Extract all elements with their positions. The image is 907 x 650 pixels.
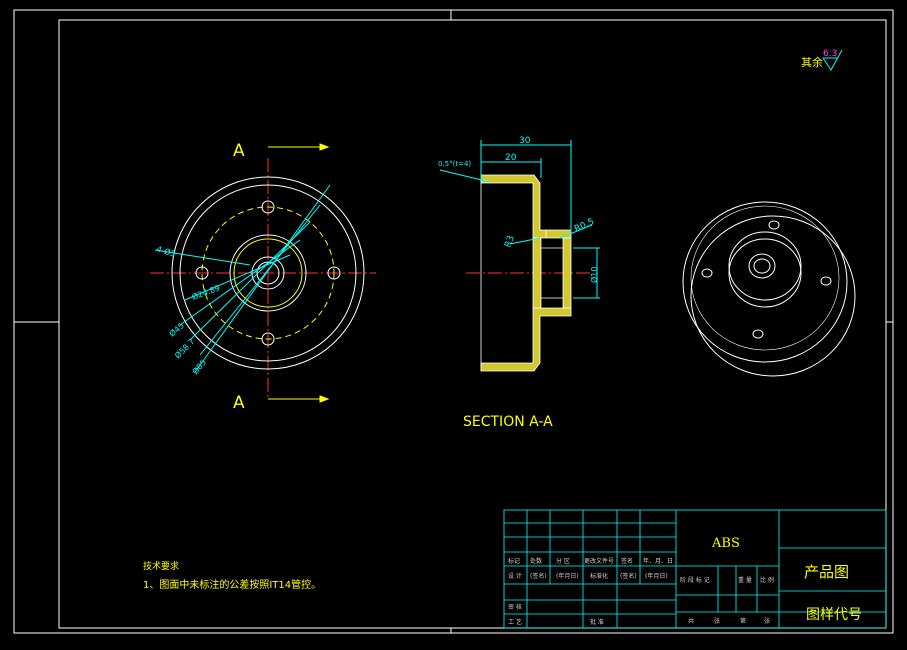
sheet-number-unit: 张 (764, 617, 770, 625)
approve: 批 准 (590, 618, 604, 626)
bolt-holes (195, 200, 341, 346)
section-body (480, 174, 572, 372)
dim-bore: Ø10 (589, 267, 599, 283)
section-mark-top: A (233, 141, 245, 161)
sheet-border (13, 9, 894, 634)
section-cut-arrows (268, 143, 330, 403)
row-standard-sign: (签名) (620, 572, 637, 580)
drawing-code: 图样代号 (806, 607, 862, 623)
hdr-count: 处数 (530, 557, 542, 565)
row-standard-date: (年月日) (645, 572, 668, 580)
stage-weight: 重 量 (738, 576, 752, 584)
hdr-date: 年、月、日 (643, 557, 673, 565)
roughness-symbol (822, 49, 843, 71)
dim-radius-outer: R0.5 (573, 217, 596, 235)
front-view: A A 4-Ø5 Ø24.89 Ø45 Ø58.7 Ø85 (150, 141, 376, 413)
process: 工 艺 (508, 618, 522, 626)
review: 审 核 (508, 603, 522, 611)
dim-width-total: 30 (519, 136, 531, 146)
dim-diameter-85: Ø85 (190, 357, 208, 376)
section-mark-bottom: A (233, 393, 245, 413)
stage-mark: 阶 段 标 记 (680, 576, 710, 584)
isometric-view (682, 201, 856, 377)
hdr-mark: 标记 (508, 557, 520, 565)
stage-scale: 比 例 (760, 576, 774, 584)
tech-title: 技术要求 (143, 560, 179, 572)
row-design-sign: (签名) (530, 572, 547, 580)
dim-diameter-58-7: Ø58.7 (172, 336, 196, 360)
row-standard: 标准化 (590, 572, 608, 580)
roughness-label: 其余 (801, 55, 823, 69)
section-title: SECTION A-A (463, 414, 553, 430)
sheet-number: 第 (740, 617, 746, 625)
drawing-name: 产品图 (804, 563, 849, 581)
roughness-value: 6.3 (823, 49, 837, 59)
dim-draft: 0.5°(t=4) (438, 160, 471, 168)
hdr-zone: 分 区 (556, 557, 570, 565)
section-view: 30 20 0.5°(t=4) R3 R0.5 Ø10 SECTION A-A (438, 136, 600, 430)
surface-roughness: 其余 6.3 (801, 49, 843, 71)
tech-item-1: 1、图面中未标注的公差按照IT14管控。 (143, 578, 321, 591)
section-dims (439, 140, 600, 299)
dim-width-inner: 20 (505, 153, 517, 163)
sheet-total: 共 (688, 617, 694, 625)
row-design: 设 计 (508, 572, 522, 580)
tech-requirements: 技术要求 1、图面中未标注的公差按照IT14管控。 (143, 560, 321, 591)
sheet-total-unit: 张 (714, 617, 720, 625)
dim-leaders (154, 184, 331, 373)
hdr-change-doc: 更改文件号 (584, 557, 614, 565)
dim-radius-inner: R3 (503, 234, 516, 249)
title-block (503, 509, 887, 629)
hdr-sign: 签名 (621, 557, 633, 565)
dim-hole-pattern: 4-Ø5 (155, 243, 177, 258)
material: ABS (711, 536, 740, 551)
row-design-date: (年月日) (556, 572, 579, 580)
